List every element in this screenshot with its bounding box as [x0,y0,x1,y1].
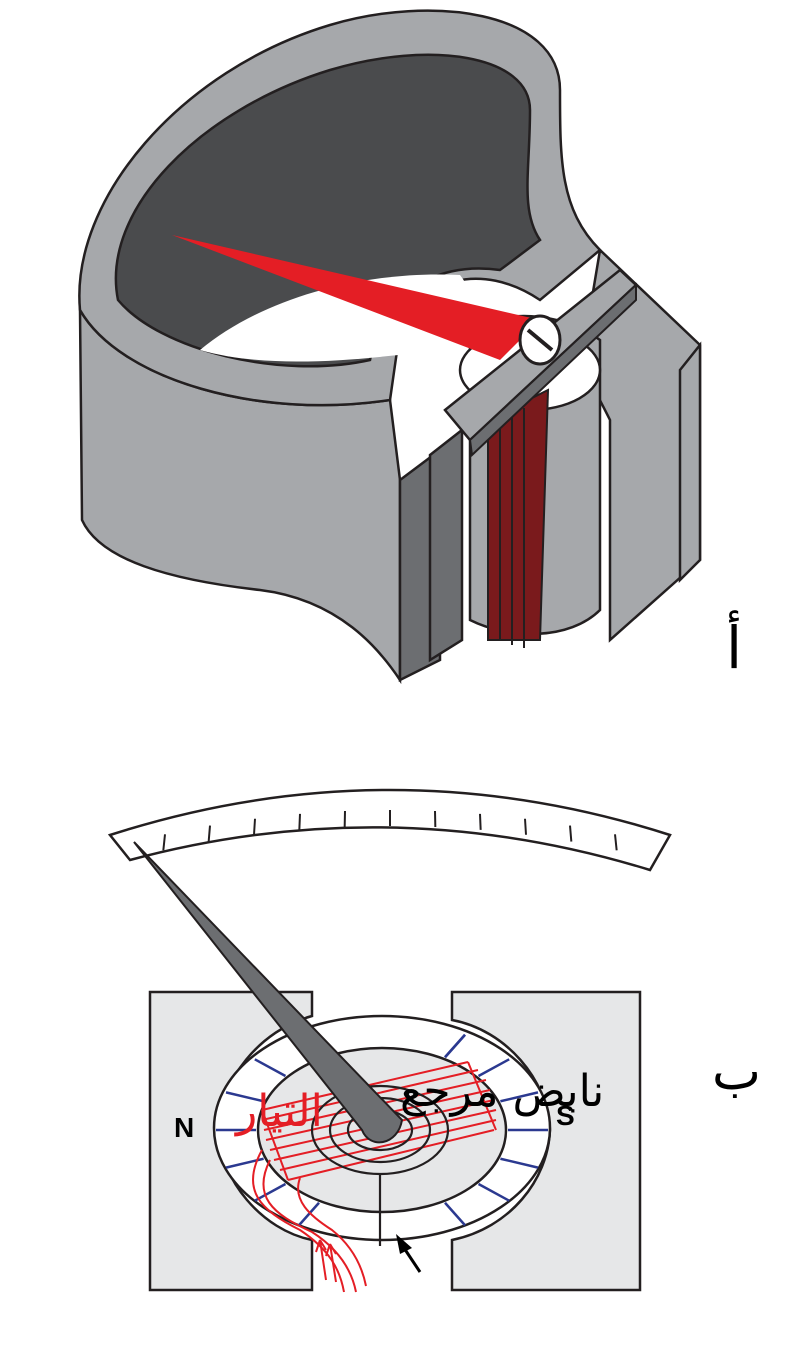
spring-label: نابض مرجع [400,1066,605,1117]
spiral-spring [310,1084,450,1246]
pointer-needle-b [133,841,404,1144]
magnet-cavity [114,53,542,368]
right-pole-edge [678,341,702,584]
scale-tick [614,834,618,851]
field-line [500,1091,539,1103]
scale-tick [569,825,573,842]
left-pole-face [428,427,464,663]
field-line [477,1182,510,1202]
scale-tick [298,813,301,830]
figure-a-label: أ [726,614,743,682]
scale-tick [479,813,482,830]
current-leads [251,1149,367,1293]
scale-ticks [162,810,618,851]
scale-tick [524,818,527,835]
screw-icon [518,314,562,366]
scale-tick [162,834,166,851]
scale-arc [107,788,672,872]
current-label: التيار [236,1086,323,1137]
field-line [225,1091,264,1103]
pointer-needle [172,235,540,360]
field-line [298,1201,320,1227]
scale-tick [253,818,256,835]
figure-b-illustration [107,788,672,1293]
north-label: N [174,1112,195,1143]
scale-tick [207,825,211,842]
field-line [444,1201,466,1227]
field-line [444,1033,466,1059]
figure-b-label: ب [712,1042,761,1102]
field-line [254,1058,287,1078]
field-line [477,1058,510,1078]
figure-a-illustration [78,9,702,685]
south-label: S [556,1100,575,1131]
arrow-icon [396,1234,422,1273]
field-line [254,1182,287,1202]
field-line [500,1157,539,1169]
